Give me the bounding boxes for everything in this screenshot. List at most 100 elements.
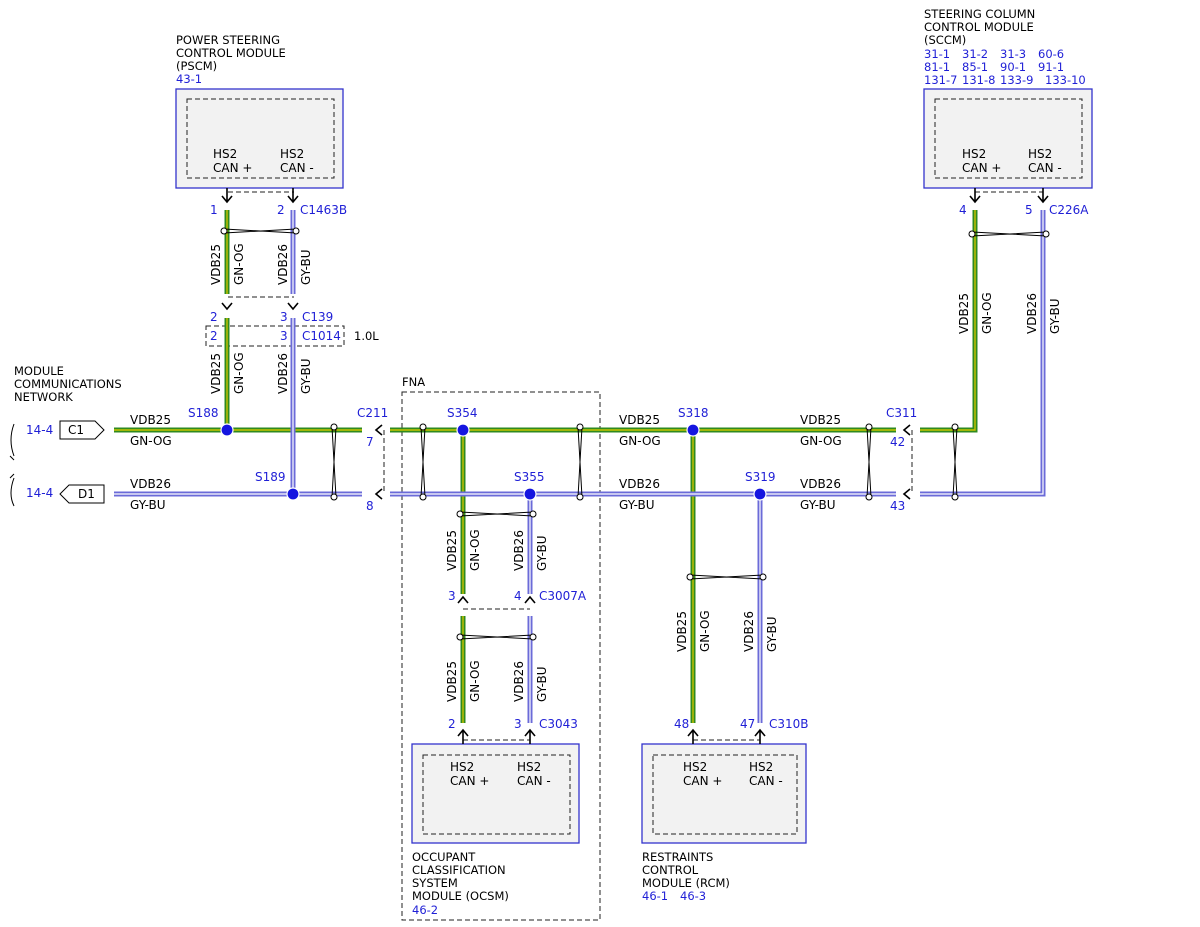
pin-number: 7 [366,435,374,449]
pin-number: 48 [674,717,689,731]
twist-h-4 [866,426,872,498]
rcm-ref-1: 46-1 [642,889,668,903]
arrow-c3007a-3 [457,595,469,604]
label-gn-og: GN-OG [619,434,661,448]
horizontal-wire-labels: VDB25 GN-OG VDB26 GY-BU VDB25 GN-OG VDB2… [130,413,842,512]
rcm-inner [652,754,798,835]
label-gy-bu: GY-BU [1048,298,1062,334]
pin-number: 2 [210,329,218,343]
sccm-ref: 90-1 [1000,60,1026,74]
pscm-name-2: CONTROL MODULE [176,46,286,60]
label-vdb25: VDB25 [619,413,660,427]
twist-ring [419,423,427,431]
label-gn-og: GN-OG [468,660,482,702]
pscm-pin2-label: HS2 [280,147,304,161]
sccm-pin1-label: HS2 [962,147,986,161]
arrow-pscm-pin1 [221,188,233,204]
pscm-name-3: (PSCM) [176,59,217,73]
sccm-name-2: CONTROL MODULE [924,20,1034,34]
arrow-c310b-47 [754,728,766,744]
label-vdb26: VDB26 [130,477,171,491]
label-gy-bu: GY-BU [800,498,836,512]
label-vdb26: VDB26 [512,661,526,702]
rcm-ref-2: 46-3 [680,889,706,903]
terminal-c1-shape [59,420,105,440]
rcm-box [641,743,807,844]
connector-c226a-label: C226A [1049,203,1089,217]
network-terminals: MODULE COMMUNICATIONS NETWORK 14-4 14-4 … [9,364,122,507]
label-gn-og: GN-OG [800,434,842,448]
pin-number: 3 [280,310,288,324]
twist-ring [951,493,959,501]
twist-ring [759,573,767,581]
twist-ring [865,493,873,501]
splice-s355-dot [523,487,537,501]
label-vdb25: VDB25 [675,611,689,652]
pscm-box [175,88,344,189]
twist-ring [951,423,959,431]
arrow-c139-2 [221,302,233,311]
label-gy-bu: GY-BU [535,535,549,571]
connector-c211-label: C211 [357,406,388,420]
twist-ring [968,230,976,238]
wire-vdb26-main [114,210,1046,497]
pin-number: 2 [210,310,218,324]
ocsm-module: HS2 CAN + HS2 CAN - OCCUPANT CLASSIFICAT… [411,743,580,917]
pin-number: 3 [280,329,288,343]
wires-gy-bu [114,210,1046,723]
sccm-name-3: (SCCM) [924,33,966,47]
label-vdb26: VDB26 [619,477,660,491]
label-vdb25: VDB25 [130,413,171,427]
pin-number: 4 [959,203,967,217]
connector-c1463b-label: C1463B [300,203,347,217]
network-ref-c1: 14-4 [26,423,53,437]
sccm-ref: 91-1 [1038,60,1064,74]
fna-label: FNA [402,375,425,389]
rcm-name-1: RESTRAINTS [642,850,713,864]
connector-c311-label: C311 [886,406,917,420]
sccm-inner [934,98,1083,179]
pin-number: 4 [514,589,522,603]
arrow-c211-8 [374,488,383,500]
twisted-pair-markers [220,227,1050,641]
network-ref-d1: 14-4 [26,486,53,500]
twist-sccm [971,231,1047,237]
label-gy-bu: GY-BU [299,358,313,394]
rcm-pin1-sub: CAN + [683,774,722,788]
pin-number: 5 [1025,203,1033,217]
label-gn-og: GN-OG [980,292,994,334]
ocsm-pin2-sub: CAN - [517,774,551,788]
c1014-outline [205,325,345,347]
sccm-box [923,88,1093,189]
rcm-module: HS2 CAN + HS2 CAN - RESTRAINTS CONTROL M… [641,743,807,903]
twist-ring [419,493,427,501]
splice-s354-dot [456,423,470,437]
label-vdb26: VDB26 [800,477,841,491]
twist-ring [865,423,873,431]
twist-ring [456,510,464,518]
twist-ring [529,633,537,641]
arrow-sccm-pin2 [1037,188,1049,204]
rcm-pin2-label: HS2 [749,760,773,774]
label-gn-og: GN-OG [698,610,712,652]
wire-vdb26-main-stripe [114,210,1044,495]
label-vdb26: VDB26 [512,530,526,571]
label-vdb26: VDB26 [276,353,290,394]
twist-pscm [223,228,297,234]
pscm-module: HS2 CAN + HS2 CAN - POWER STEERING CONTR… [175,33,344,189]
label-gy-bu: GY-BU [299,249,313,285]
network-bracket [9,423,15,507]
label-vdb26: VDB26 [1025,293,1039,334]
connector-c139-label: C139 [302,310,333,324]
terminal-d1-shape [59,484,105,504]
sccm-ref: 133-9 [1000,73,1033,87]
label-gy-bu: GY-BU [619,498,655,512]
label-vdb25: VDB25 [957,293,971,334]
pscm-pin2-sub: CAN - [280,161,314,175]
rcm-name-3: MODULE (RCM) [642,876,730,890]
splice-s319-dot [753,487,767,501]
connector-c3007a-label: C3007A [539,589,587,603]
twist-ring [529,510,537,518]
pin-number: 3 [448,589,456,603]
label-gy-bu: GY-BU [535,666,549,702]
